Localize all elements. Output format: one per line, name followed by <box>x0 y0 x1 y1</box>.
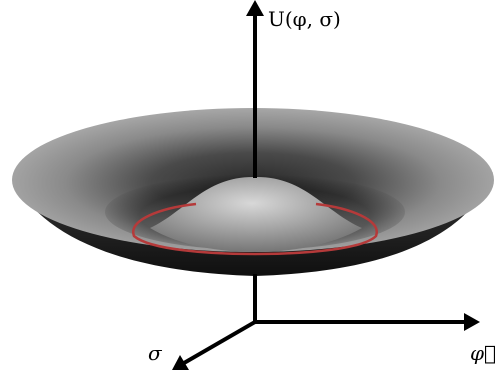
potential-axis-label: U(φ, σ) <box>268 7 341 31</box>
phi-axis-label: φ⃗ <box>470 341 495 365</box>
sigma-axis-arrowhead <box>172 355 189 370</box>
potential-axis-arrowhead <box>246 0 264 16</box>
sigma-axis <box>182 320 257 365</box>
sigma-axis-label: σ <box>148 341 162 365</box>
phi-axis-arrowhead <box>464 313 480 331</box>
vacuum-ring <box>132 202 378 256</box>
central-hump <box>150 176 362 252</box>
bowl-underside <box>12 172 493 276</box>
